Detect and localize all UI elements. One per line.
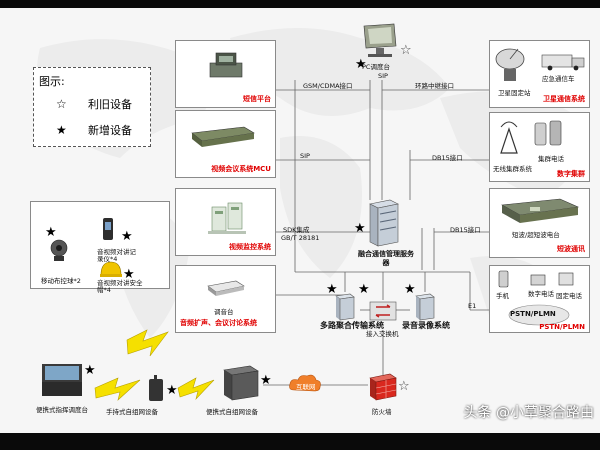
- multiplexer-label: 多路聚合传输系统: [320, 321, 384, 330]
- sms-platform-box: 短信平台: [175, 40, 276, 108]
- cluster-tower-icon: [500, 121, 518, 154]
- mixer-icon: [207, 280, 245, 296]
- video-conf-box: 视频会议系统MCU: [175, 110, 276, 178]
- cluster-phone-icon: [534, 120, 562, 146]
- reused-star-firewall: ☆: [398, 379, 410, 394]
- radio-console-icon: [501, 198, 580, 223]
- handset-label: 手机: [496, 292, 509, 300]
- emergency-vehicle-label: 应急通信车: [542, 75, 575, 83]
- internet-cloud-icon: [289, 374, 321, 392]
- pc-console-label: PC调度台: [362, 63, 390, 71]
- legend-label-new: 新增设备: [88, 124, 132, 137]
- sms-platform-title: 短信平台: [243, 95, 271, 103]
- portable-net-label: 便携式自组网设备: [206, 408, 258, 416]
- mixer-label: 调音台: [214, 308, 234, 316]
- new-star-helmet: ★: [123, 267, 135, 282]
- server-rack-icon: [369, 199, 399, 247]
- legend-item-new: ★ 新增设备: [56, 122, 132, 138]
- sip-top-label: SIP: [378, 72, 388, 80]
- video-conf-title: 视频会议系统MCU: [211, 165, 271, 173]
- gbt-label: GB/T 28181: [281, 234, 320, 242]
- audio-system-box: 调音台 音频扩声、会议讨论系统: [175, 265, 276, 333]
- legend-item-reused: ☆ 利旧设备: [56, 96, 132, 112]
- satellite-station-label: 卫星固定站: [498, 89, 531, 97]
- digital-cluster-box: 集群电话 无线集群系统 数字集群: [489, 112, 590, 182]
- handheld-net-icon: [149, 375, 163, 401]
- recorder-label: 录音录像系统: [402, 321, 450, 330]
- satellite-title: 卫星通信系统: [543, 95, 585, 103]
- gsm-interface-label: GSM/CDMA接口: [303, 82, 353, 90]
- pstn-cloud-label: PSTN/PLMN: [510, 310, 556, 318]
- wireless-cluster-label: 无线集群系统: [493, 165, 532, 173]
- portable-console-label: 便携式指挥调度台: [36, 406, 88, 414]
- internet-label: 互联网: [296, 383, 316, 391]
- audio-system-title: 音频扩声、会议讨论系统: [180, 319, 257, 327]
- new-star-recorder-cam: ★: [121, 229, 133, 244]
- switch-icon: [369, 301, 397, 321]
- legend-title: 图示:: [39, 75, 65, 88]
- sip-mid-label: SIP: [300, 152, 310, 160]
- new-star-handheld: ★: [166, 383, 178, 398]
- new-star-switch: ★: [358, 282, 370, 297]
- helmet-icon: [100, 261, 122, 277]
- server-label: 融合通信管理服务器: [358, 250, 414, 267]
- cluster-phone-label: 集群电话: [538, 155, 564, 163]
- digital-phone-label: 数字电话: [528, 290, 554, 298]
- fixed-phone-label: 固定电话: [556, 292, 582, 300]
- firewall-icon: [369, 373, 397, 401]
- pstn-box: 手机 数字电话 固定电话 PSTN/PLMN PSTN/PLMN: [489, 265, 590, 333]
- solid-star-icon: ★: [56, 123, 67, 137]
- new-star-ptz: ★: [45, 225, 57, 240]
- legend-label-reused: 利旧设备: [88, 98, 132, 111]
- mcu-device-icon: [191, 126, 255, 147]
- watermark: 头条 @小草聚合路由: [463, 405, 594, 421]
- digital-cluster-title: 数字集群: [557, 170, 585, 178]
- multiplexer-icon: [335, 293, 355, 321]
- new-star-portable-net: ★: [260, 373, 272, 388]
- new-star-recorder: ★: [404, 282, 416, 297]
- legend-box: 图示: ☆ 利旧设备 ★ 新增设备: [33, 67, 151, 147]
- emergency-vehicle-icon: [541, 54, 585, 71]
- body-recorder-label: 音视频对讲记录仪*4: [97, 248, 136, 263]
- bottom-dark-band: [0, 432, 600, 450]
- e1-label: E1: [468, 302, 477, 310]
- portable-net-icon: [223, 365, 259, 401]
- pstn-title: PSTN/PLMN: [539, 323, 585, 331]
- recorder-icon: [415, 293, 435, 321]
- video-monitor-box: 视频监控系统: [175, 188, 276, 256]
- relay-interface-label: 环路中继接口: [415, 82, 454, 90]
- new-star-multiplexer: ★: [326, 282, 338, 297]
- helmet-label: 音视频对讲安全帽*4: [97, 279, 143, 294]
- db15-a-label: DB15接口: [432, 154, 463, 162]
- shortwave-console-label: 短波/超短波电台: [512, 231, 560, 239]
- ptz-label: 移动布控球*2: [41, 277, 81, 285]
- hollow-star-icon: ☆: [56, 97, 67, 111]
- pstn-devices-icon: [498, 270, 574, 326]
- body-recorder-icon: [103, 218, 113, 240]
- new-star-pc: ★: [355, 57, 367, 72]
- new-star-portable-console: ★: [84, 363, 96, 378]
- shortwave-box: 短波/超短波电台 短波通讯: [489, 188, 590, 258]
- switch-label: 接入交换机: [366, 330, 399, 338]
- reused-star-pc: ☆: [400, 43, 412, 58]
- monitor-servers-icon: [208, 202, 246, 234]
- handheld-net-label: 手持式自组网设备: [106, 408, 158, 416]
- video-monitor-title: 视频监控系统: [229, 243, 271, 251]
- firewall-label: 防火墙: [372, 408, 392, 416]
- sdk-label: SDK集成: [283, 226, 310, 234]
- shortwave-title: 短波通讯: [557, 245, 585, 253]
- sms-device-icon: [209, 52, 243, 78]
- satellite-box: 应急通信车 卫星固定站 卫星通信系统: [489, 40, 590, 108]
- ptz-camera-icon: [50, 239, 68, 261]
- portable-console-icon: [42, 364, 82, 396]
- pc-console-icon: [363, 23, 397, 57]
- satellite-dish-icon: [495, 48, 525, 81]
- field-devices-box: 移动布控球*2 音视频对讲记录仪*4 音视频对讲安全帽*4: [30, 201, 170, 294]
- db15-b-label: DB15接口: [450, 226, 481, 234]
- new-star-server: ★: [354, 221, 366, 236]
